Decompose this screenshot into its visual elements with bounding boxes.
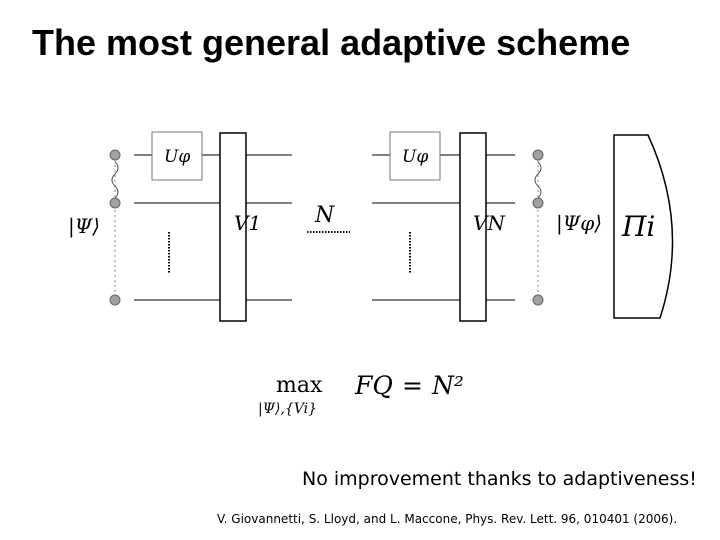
circuit-diagram: |Ψ⟩ Uφ Uφ V1 VN N |Ψφ⟩ Πi max |Ψ⟩,{Vi} F… xyxy=(68,131,674,417)
reference-citation: V. Giovannetti, S. Lloyd, and L. Maccone… xyxy=(217,512,678,526)
slide-title: The most general adaptive scheme xyxy=(32,22,631,63)
measurement-label: Πi xyxy=(621,210,655,243)
phase-gate-right-label: Uφ xyxy=(402,147,428,167)
input-qubits xyxy=(109,149,121,306)
formula-subscript: |Ψ⟩,{Vi} xyxy=(258,401,317,417)
conclusion-note: No improvement thanks to adaptiveness! xyxy=(302,468,697,490)
formula-lhs: FQ xyxy=(354,371,393,400)
control-unitary-first xyxy=(219,132,247,322)
control-unitary-last xyxy=(459,132,487,322)
control-last-label: VN xyxy=(473,211,506,235)
control-first-label: V1 xyxy=(234,211,261,235)
qubit-dot xyxy=(532,197,544,209)
formula-rhs: N² xyxy=(431,371,464,400)
measurement-device xyxy=(613,134,674,319)
qubit-dot xyxy=(109,294,121,306)
phase-gate-left xyxy=(151,131,203,181)
qubit-dot xyxy=(532,294,544,306)
qubit-dot xyxy=(109,149,121,161)
output-state-label: |Ψφ⟩ xyxy=(556,211,602,236)
output-qubits xyxy=(532,149,544,306)
input-state-label: |Ψ⟩ xyxy=(68,214,100,239)
qubit-dot xyxy=(109,197,121,209)
formula-equals: = xyxy=(402,371,423,400)
formula-operator: max xyxy=(276,373,323,398)
input-wires xyxy=(134,154,515,301)
phase-gate-right xyxy=(389,131,441,181)
qubit-dot xyxy=(532,149,544,161)
repetition-label: N xyxy=(314,203,335,228)
phase-gate-left-label: Uφ xyxy=(164,147,190,167)
fisher-formula: max |Ψ⟩,{Vi} FQ = N² xyxy=(258,371,464,417)
